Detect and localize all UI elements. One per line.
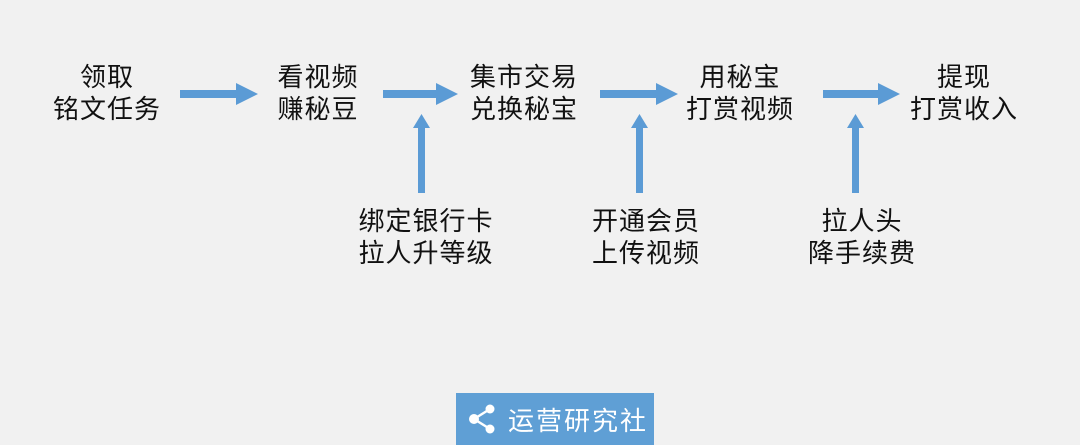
arrow-step1-to-step2 [180, 83, 258, 105]
input-membership-line1: 开通会员 [591, 207, 700, 237]
step-market-trade-line1: 集市交易 [469, 63, 578, 93]
share-icon [456, 393, 508, 445]
input-bind-card-line1: 绑定银行卡 [358, 207, 494, 237]
step-claim-task-line2: 铭文任务 [52, 95, 161, 125]
arrow-input2-up [631, 114, 648, 193]
input-membership-line2: 上传视频 [591, 239, 700, 269]
step-market-trade-line2: 兑换秘宝 [469, 95, 578, 125]
step-claim-task: 领取 铭文任务 [45, 62, 169, 126]
arrow-step3-to-step4 [600, 83, 678, 105]
step-market-trade: 集市交易 兑换秘宝 [456, 62, 592, 126]
step-watch-video-line1: 看视频 [277, 63, 359, 93]
watermark-logo: 运营研究社 [456, 393, 654, 445]
step-reward-video-line1: 用秘宝 [699, 63, 781, 93]
step-withdraw: 提现 打赏收入 [896, 62, 1032, 126]
arrow-input1-up [413, 114, 430, 193]
input-membership: 开通会员 上传视频 [578, 206, 714, 270]
input-invite-line1: 拉人头 [821, 207, 903, 237]
arrow-step4-to-step5 [823, 83, 900, 105]
input-invite-line2: 降手续费 [807, 239, 916, 269]
input-bind-card: 绑定银行卡 拉人升等级 [346, 206, 506, 270]
arrow-input3-up [847, 114, 864, 193]
step-watch-video-line2: 赚秘豆 [277, 95, 359, 125]
step-watch-video: 看视频 赚秘豆 [256, 62, 380, 126]
step-reward-video-line2: 打赏视频 [685, 95, 794, 125]
arrow-step2-to-step3 [383, 83, 458, 105]
step-claim-task-line1: 领取 [79, 63, 134, 93]
step-withdraw-line1: 提现 [936, 63, 991, 93]
logo-text: 运营研究社 [508, 406, 649, 437]
step-reward-video: 用秘宝 打赏视频 [672, 62, 808, 126]
step-withdraw-line2: 打赏收入 [909, 95, 1018, 125]
input-invite: 拉人头 降手续费 [794, 206, 930, 270]
input-bind-card-line2: 拉人升等级 [358, 239, 494, 269]
